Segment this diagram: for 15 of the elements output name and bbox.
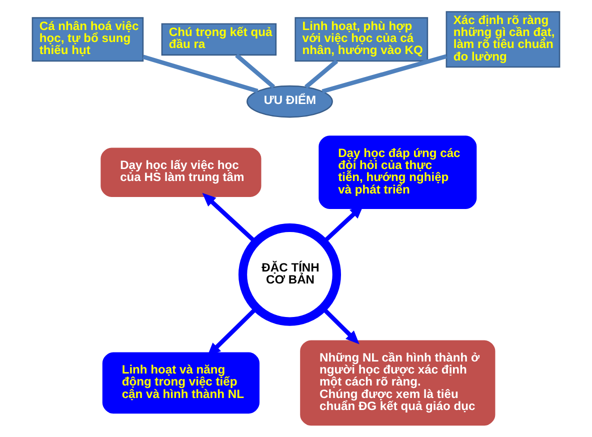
node-box: Dạy học lấy việc học của HS làm trung tâm	[100, 148, 262, 197]
connector	[304, 59, 338, 89]
node-ellipse: ƯU ĐIỂM	[246, 85, 333, 118]
node-box: Dạy học đáp ứng các đòi hỏi của thực tiễn, hướng nghiệp và phát triển	[318, 136, 477, 210]
connector	[322, 54, 447, 94]
node-box: Cá nhân hoá việc học, tự bổ sung thiếu hụt	[32, 17, 144, 62]
connector	[235, 54, 276, 89]
node-box: Những NL cần hình thành ở người học được xác định một cách rõ ràng. Chúng được xem là tiêu chuẩn ĐG kết quả giáo dục	[300, 340, 496, 426]
connector	[142, 54, 258, 94]
arrow	[321, 306, 360, 344]
node-box: Xác định rõ ràng những gì cần đạt, làm rõ tiêu chuẩn đo lường	[446, 11, 560, 68]
node-box: Linh hoạt, phù hợp với việc học của cá nhân, hướng vào KQ	[294, 17, 428, 62]
node-box: Chú trọng kết quả đầu ra	[161, 23, 277, 56]
node-circle: ĐẶC TÍNH CƠ BẢN	[238, 223, 342, 326]
node-box: Linh hoạt và năng động trong việc tiếp cận và hình thành NL	[102, 352, 260, 414]
